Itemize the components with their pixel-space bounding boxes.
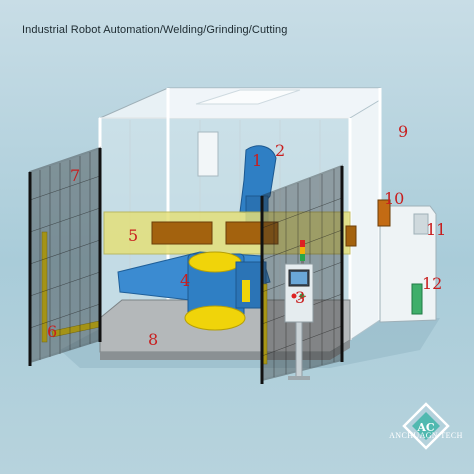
left-safety-fence: [28, 146, 102, 366]
callout-4: 4: [180, 271, 191, 290]
callout-10: 10: [384, 189, 405, 208]
side-door-window: [345, 225, 357, 247]
positioner-base: [184, 305, 246, 331]
callout-11: 11: [426, 220, 447, 239]
equipment-cabinet: [379, 205, 437, 323]
roof-skylight: [195, 89, 301, 105]
callout-5: 5: [128, 226, 139, 245]
control-panel: [284, 263, 314, 380]
enclosure-back-top: [168, 88, 380, 118]
viewing-window-left: [151, 221, 213, 245]
brand-diamond-fill: [412, 412, 440, 440]
callout-leader-3: [297, 295, 307, 301]
brand-diamond-icon: [402, 402, 450, 450]
callout-2: 2: [275, 141, 286, 160]
callout-1: 1: [252, 151, 263, 170]
callout-9: 9: [398, 122, 409, 141]
side-window: [377, 199, 391, 227]
callout-7: 7: [70, 166, 81, 185]
callout-6: 6: [47, 322, 58, 341]
viewing-window-right: [225, 221, 279, 245]
callout-3: 3: [295, 288, 306, 307]
callout-8: 8: [148, 330, 159, 349]
brand-logo-text: AC: [416, 421, 435, 434]
positioner-ring: [188, 251, 242, 273]
enclosure-right-panel: [349, 99, 381, 341]
positioner-clamp: [242, 280, 250, 302]
page-title: Industrial Robot Automation/Welding/Grin…: [22, 24, 288, 36]
callout-12: 12: [422, 274, 443, 293]
brand-logo: AC: [402, 402, 450, 450]
platform-edge: [100, 340, 350, 360]
brand-name: ANCHUAGN TECH: [389, 431, 463, 440]
exhaust-duct: [197, 131, 219, 177]
